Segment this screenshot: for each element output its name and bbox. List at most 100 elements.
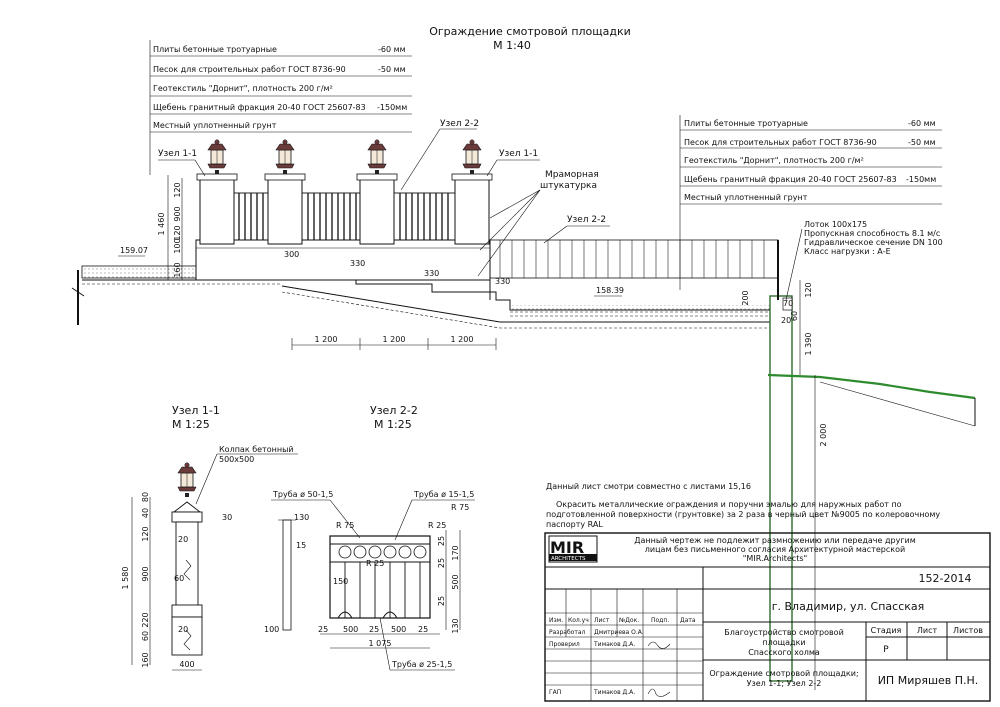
layer-left-2-value: -50 мм bbox=[378, 65, 406, 74]
node22-w500b: 500 bbox=[391, 625, 406, 634]
node22-r75b: R 75 bbox=[451, 503, 469, 512]
city-address: г. Владимир, ул. Спасская bbox=[772, 600, 925, 613]
callout-node11-right: Узел 1-1 bbox=[499, 149, 538, 159]
node11-dim-60: 60 bbox=[141, 631, 150, 641]
node22-scale: М 1:25 bbox=[374, 418, 412, 431]
layer-right-4-value: -150мм bbox=[906, 175, 936, 184]
node11-dim-400: 400 bbox=[179, 660, 194, 669]
node22-title: Узел 2-2 bbox=[370, 404, 418, 417]
col-izm: Изм. bbox=[549, 617, 563, 624]
node11-dim-120: 120 bbox=[141, 526, 150, 541]
node22-w500a: 500 bbox=[343, 625, 358, 634]
node22-v170: 170 bbox=[451, 545, 460, 560]
layer-left-5: Местный уплотненный грунт bbox=[153, 121, 277, 130]
dim-2000: 2 000 bbox=[819, 424, 828, 447]
pipe-top-label: Труба ø 50-1,5 bbox=[272, 490, 333, 499]
warning-3: "MIR.Architects" bbox=[743, 554, 807, 563]
node22-r75a: R 75 bbox=[336, 521, 354, 530]
node-2-2: Узел 2-2 М 1:25 Труба ø 50-1,5 Труба ø 1… bbox=[264, 404, 475, 671]
dim-900: 900 bbox=[173, 206, 182, 221]
main-dimensions: 1 460 120 900 120 100 160 159.07 158.39 … bbox=[118, 175, 828, 690]
node-1-1: Узел 1-1 М 1:25 Колпак бетонный 500x500 … bbox=[121, 404, 298, 671]
note-paint-2: подготовленной поверхности (грунтовке) з… bbox=[546, 510, 940, 519]
layer-left-2: Песок для строительных работ ГОСТ 8736-9… bbox=[153, 65, 346, 74]
callouts: Узел 2-2 Узел 1-1 Узел 1-1 Мраморная шту… bbox=[158, 119, 943, 301]
dim-1200-a: 1 200 bbox=[315, 335, 338, 344]
node11-dim-160: 160 bbox=[141, 652, 150, 667]
tray-label-2: Пропускная способность 8.1 м/с bbox=[804, 229, 940, 238]
col-podp: Подп. bbox=[651, 617, 669, 624]
node22-v25c: 25 bbox=[437, 596, 446, 606]
layer-right-4: Щебень гранитный фракция 20-40 ГОСТ 2560… bbox=[684, 175, 897, 184]
node22-dim-100: 100 bbox=[264, 625, 279, 634]
dim-100: 100 bbox=[173, 238, 182, 253]
node22-dim-130: 130 bbox=[294, 513, 309, 522]
callout-node11-left: Узел 1-1 bbox=[158, 149, 197, 159]
node22-dim-150: 150 bbox=[333, 577, 348, 586]
dim-60-right: 60 bbox=[790, 311, 799, 321]
dim-70: 70 bbox=[783, 299, 793, 308]
node22-w25a: 25 bbox=[318, 625, 328, 634]
dim-120-right: 120 bbox=[804, 282, 813, 297]
stage-header: Стадия bbox=[871, 626, 902, 635]
layer-left-3: Геотекстиль "Дорнит", плотность 200 г/м² bbox=[153, 84, 333, 93]
node11-cap-label: Колпак бетонный bbox=[219, 445, 294, 454]
dim-step-330c: 330 bbox=[495, 277, 510, 286]
tray-label-3: Гидравлическое сечение DN 100 bbox=[804, 238, 943, 247]
dev-name: Дмитриева О.А. bbox=[594, 629, 644, 636]
dev-role: Разработал bbox=[549, 629, 586, 636]
sheet-title-1: Ограждение смотровой площадки; bbox=[709, 669, 858, 678]
dim-step-330a: 330 bbox=[350, 259, 365, 268]
layer-right-2-value: -50 мм bbox=[908, 138, 936, 147]
node11-dim-900: 900 bbox=[141, 566, 150, 581]
sheet-title-2: Узел 1-1; Узел 2-2 bbox=[747, 679, 822, 688]
note-sheets: Данный лист смотри совместно с листами 1… bbox=[546, 482, 751, 491]
node11-title: Узел 1-1 bbox=[172, 404, 220, 417]
callout-marble-2: штукатурка bbox=[540, 181, 597, 191]
node11-dim-30: 30 bbox=[222, 513, 232, 522]
dim-160: 160 bbox=[173, 262, 182, 277]
dim-1390: 1 390 bbox=[804, 333, 813, 356]
col-kolUch: Кол.уч bbox=[568, 617, 589, 624]
callout-node22-top: Узел 2-2 bbox=[440, 119, 479, 129]
dim-step-300: 300 bbox=[284, 250, 299, 259]
node11-dim-1580: 1 580 bbox=[121, 567, 130, 590]
note-paint-3: паспорту RAL bbox=[546, 520, 603, 529]
node11-dim-80: 80 bbox=[141, 492, 150, 502]
project-line-3: Спасского холма bbox=[748, 648, 820, 657]
node11-dim-20b: 20 bbox=[178, 625, 188, 634]
node11-dim-220: 220 bbox=[141, 612, 150, 627]
node11-scale: М 1:25 bbox=[172, 418, 210, 431]
layer-right-1-value: -60 мм bbox=[908, 119, 936, 128]
layer-left-1-value: -60 мм bbox=[378, 45, 406, 54]
logo-mir: MIR bbox=[550, 538, 584, 557]
chk-role: Проверил bbox=[549, 641, 580, 648]
signature-2 bbox=[647, 688, 671, 697]
tray-label-1: Лоток 100х175 bbox=[804, 220, 867, 229]
main-title: Ограждение смотровой площадки bbox=[429, 25, 631, 38]
level-right: 158.39 bbox=[596, 286, 624, 295]
node22-r25a: R 25 bbox=[428, 521, 446, 530]
gap-name: Тимаков Д.А. bbox=[593, 689, 635, 696]
dim-1200-c: 1 200 bbox=[451, 335, 474, 344]
col-data: Дата bbox=[680, 617, 696, 624]
callout-marble-1: Мраморная bbox=[545, 170, 599, 180]
node11-cap-size: 500x500 bbox=[219, 455, 254, 464]
layer-legend-right: Плиты бетонные тротуарные -60 мм Песок д… bbox=[679, 115, 942, 290]
warning-1: Данный чертеж не подлежит размножению ил… bbox=[634, 536, 916, 545]
layer-right-2: Песок для строительных работ ГОСТ 8736-9… bbox=[684, 138, 877, 147]
pipe-bot-label: Труба ø 25-1,5 bbox=[391, 660, 452, 669]
sheets-header: Листов bbox=[953, 626, 983, 635]
layer-left-4: Щебень гранитный фракция 20-40 ГОСТ 2560… bbox=[153, 103, 366, 112]
node22-r25b: R 25 bbox=[366, 559, 384, 568]
node11-dim-40: 40 bbox=[141, 508, 150, 518]
node11-dim-20a: 20 bbox=[178, 535, 188, 544]
node22-v130: 130 bbox=[451, 618, 460, 633]
layer-legend-left: Плиты бетонные тротуарные -60 мм Песок д… bbox=[149, 40, 412, 175]
layer-right-1: Плиты бетонные тротуарные bbox=[684, 119, 808, 128]
project-line-2: площадки bbox=[762, 638, 805, 647]
title-block: MIR ARCHITECTS Данный чертеж не подлежит… bbox=[544, 532, 991, 702]
tray-label-4: Класс нагрузки : А-Е bbox=[804, 247, 891, 256]
dim-120-top: 120 bbox=[173, 182, 182, 197]
